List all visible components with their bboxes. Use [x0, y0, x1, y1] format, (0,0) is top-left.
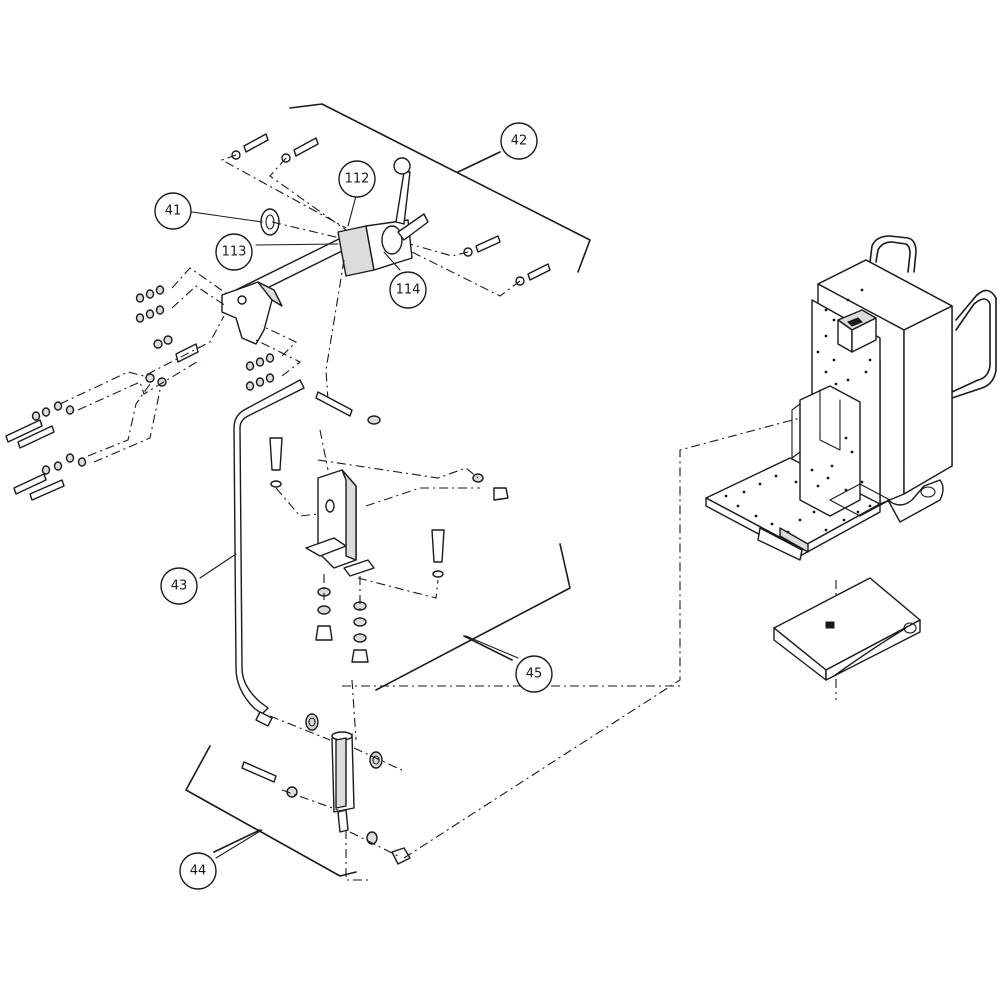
callout-leaders: [191, 195, 519, 859]
callout-45-label: 45: [526, 667, 543, 682]
callout-112: 112: [338, 160, 376, 198]
callout-113: 113: [215, 233, 253, 271]
callout-43-label: 43: [171, 579, 188, 594]
callout-112-label: 112: [345, 172, 370, 187]
callout-42: 42: [500, 122, 538, 160]
assembly-42-lever: [220, 103, 591, 401]
seat-frame: [705, 235, 997, 561]
callout-41-label: 41: [165, 204, 182, 219]
callout-113-label: 113: [222, 245, 247, 260]
callout-43: 43: [160, 567, 198, 605]
callout-114: 114: [389, 271, 427, 309]
assembly-link-lines: [342, 370, 837, 859]
callout-45: 45: [515, 655, 553, 693]
callout-114-label: 114: [396, 283, 421, 298]
callout-41: 41: [154, 192, 192, 230]
assembly-44-cylinder: [185, 713, 411, 881]
callout-42-label: 42: [511, 134, 528, 149]
assembly-45-bracket: [269, 391, 571, 741]
callout-44: 44: [179, 852, 217, 890]
rod-43: [233, 379, 305, 727]
fastener-array-left: [5, 267, 302, 501]
seat-cushion-plate: [773, 577, 921, 681]
callout-44-label: 44: [190, 864, 207, 879]
